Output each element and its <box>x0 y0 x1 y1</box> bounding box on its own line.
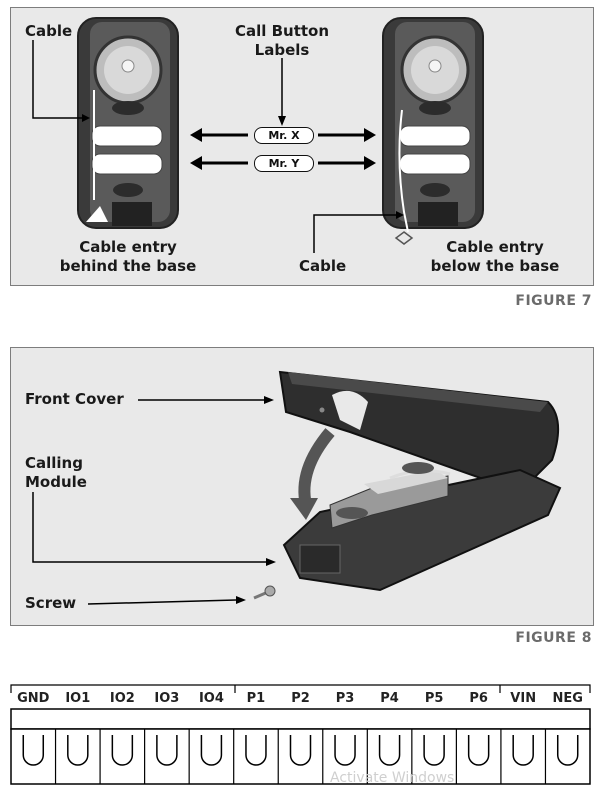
terminal-slot-vin <box>512 735 534 766</box>
terminal-label-p4: P4 <box>380 691 399 706</box>
terminal-slot-gnd <box>22 735 45 766</box>
terminal-slot-neg <box>556 735 579 766</box>
terminal-slot-p1 <box>245 735 267 766</box>
mr-y-label-tag: Mr. Y <box>254 155 314 172</box>
terminal-label-p6: P6 <box>469 691 488 706</box>
cable-top-label: Cable <box>25 22 73 40</box>
terminal-slot-io3 <box>156 735 178 766</box>
terminal-label-vin: VIN <box>510 691 537 706</box>
terminal-slot-p4 <box>378 735 401 766</box>
terminal-slot-p6 <box>467 735 490 766</box>
calling-module-shape <box>282 462 562 592</box>
terminal-label-io3: IO3 <box>154 691 180 706</box>
cable-entry-below-label: Cable entry below the base <box>430 238 560 275</box>
activate-windows-watermark: Activate Windows <box>330 770 455 786</box>
figure-8-caption: FIGURE 8 <box>515 630 592 646</box>
terminal-label-p5: P5 <box>424 691 444 706</box>
calling-module-label: Calling Module <box>25 454 87 491</box>
terminal-label-io2: IO2 <box>109 691 135 706</box>
screw-shape <box>253 585 276 600</box>
front-cover-label: Front Cover <box>25 390 124 408</box>
terminal-label-io1: IO1 <box>65 691 91 706</box>
terminal-slot-io1 <box>67 735 89 766</box>
terminal-block-drawing <box>10 684 591 785</box>
terminal-label-p2: P2 <box>291 691 310 706</box>
figure-7-drawing <box>32 17 484 253</box>
terminal-label-neg: NEG <box>552 691 583 706</box>
mr-x-label-tag: Mr. X <box>254 127 314 144</box>
terminal-label-gnd: GND <box>17 691 50 706</box>
terminal-label-p3: P3 <box>335 691 355 706</box>
cable-bottom-label: Cable <box>299 257 347 275</box>
terminal-block: GND IO1 IO2 IO3 IO4 P1 P2 P3 P4 P5 P6 VIN NEG <box>10 683 592 786</box>
terminal-slot-io4 <box>200 735 223 766</box>
terminal-slot-p2 <box>289 735 312 766</box>
right-intercom-device <box>382 17 484 245</box>
call-button-labels-label: Call Button Labels <box>234 22 330 59</box>
front-cover-shape <box>278 370 560 494</box>
terminal-label-p1: P1 <box>246 691 266 706</box>
terminal-slot-io2 <box>111 735 134 766</box>
terminal-slot-p5 <box>423 735 445 766</box>
terminal-slot-p3 <box>334 735 356 766</box>
left-intercom-device <box>77 17 179 229</box>
screw-label: Screw <box>25 594 77 612</box>
terminal-label-io4: IO4 <box>198 691 224 706</box>
cable-entry-behind-label: Cable entry behind the base <box>59 238 197 275</box>
figure-7-caption: FIGURE 7 <box>515 293 592 309</box>
